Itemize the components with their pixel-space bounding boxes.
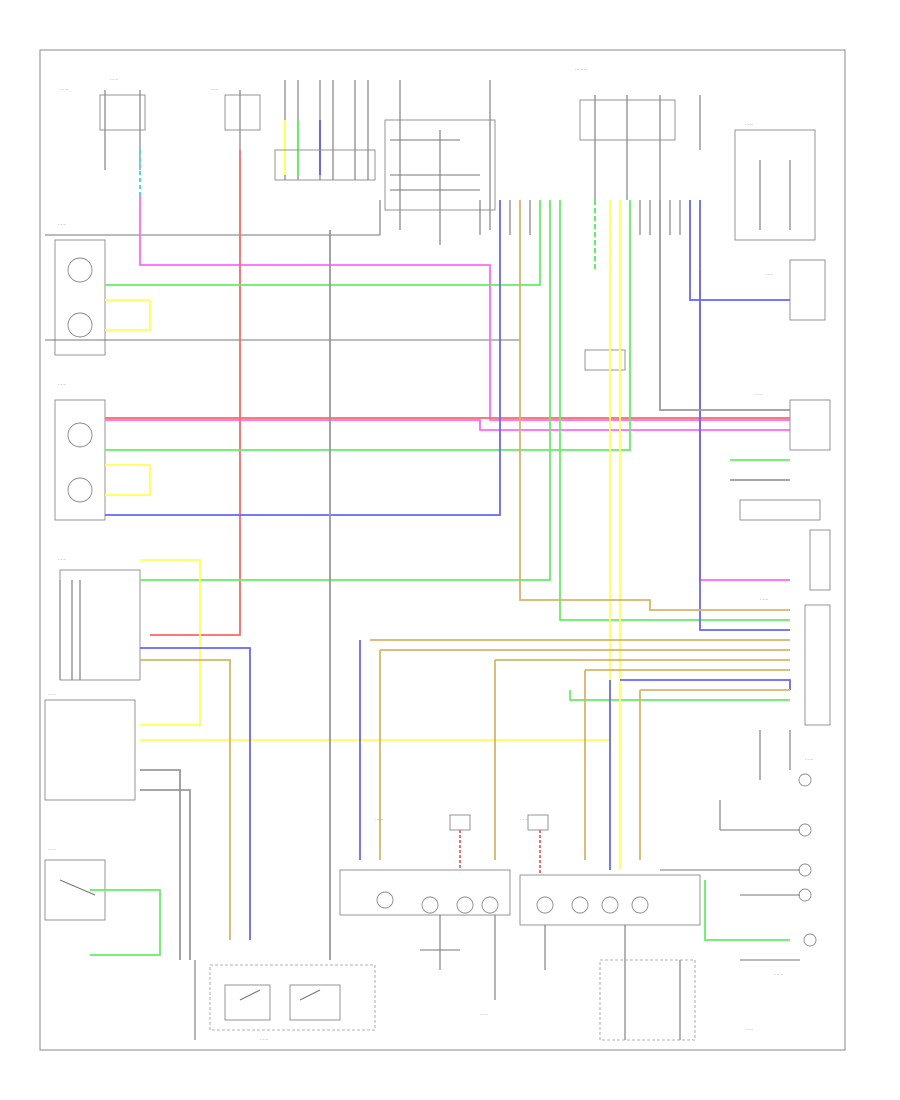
svg-text:……: …… [520,816,528,821]
left-components: …… …… …… …… …… [44,221,520,921]
svg-text:………: ……… [575,66,588,71]
svg-text:……: …… [775,971,783,976]
svg-text:……: …… [745,121,753,126]
svg-text:……: …… [260,1036,268,1041]
connector-pins [479,200,681,235]
svg-text:……: …… [765,271,773,276]
wire-green-6 [90,889,161,956]
svg-text:……: …… [58,381,66,386]
svg-text:……: …… [480,1011,488,1016]
svg-text:……: …… [48,691,56,696]
wire-tan-3 [379,649,790,860]
svg-text:……: …… [755,391,763,396]
svg-text:……: …… [760,596,768,601]
wire-pink-1 [139,195,790,421]
wire-tan-5 [584,669,790,860]
top-source-area: …… …… …… ……… …… [45,66,816,371]
wire-pink-2 [105,419,790,431]
wire-tan-7 [639,689,790,860]
wire-pink-3 [699,270,790,581]
svg-text:……: …… [110,76,118,81]
wire-yellow-4 [105,299,151,331]
wire-green-1 [105,200,541,286]
wire-green-4 [559,200,790,621]
wire-harness [90,150,791,960]
wire-blue-1 [105,200,501,516]
right-components: …… …… …… …… …… [660,259,831,976]
wire-blue-3 [689,200,790,301]
wire-tan-6 [140,659,231,940]
wire-green-3 [140,200,551,581]
svg-text:……: …… [48,846,56,851]
wire-green-5 [569,690,790,701]
wire-red-1 [150,150,241,636]
diagram-border [39,49,846,1051]
svg-text:……: …… [58,556,66,561]
wire-gray-4 [140,789,191,960]
svg-text:……: …… [58,221,66,226]
wire-gray-1 [659,200,790,411]
wire-gray-3 [140,769,181,960]
wire-green-7 [704,880,790,941]
wire-yellow-1 [140,559,201,726]
svg-text:……: …… [375,816,383,821]
wire-green-2 [105,200,631,451]
svg-text:……: …… [210,86,218,91]
svg-text:……: …… [60,86,68,91]
wire-tan-4 [494,659,790,860]
wire-blue-4 [699,200,790,631]
svg-text:……: …… [745,1026,753,1031]
svg-text:……: …… [805,756,813,761]
wire-yellow-5 [105,464,151,496]
wire-blue-2 [140,647,251,940]
wire-blue-5 [620,679,791,690]
bottom-modules: …… …… …… …… …… [194,814,753,1041]
wire-tan-1 [519,200,790,611]
